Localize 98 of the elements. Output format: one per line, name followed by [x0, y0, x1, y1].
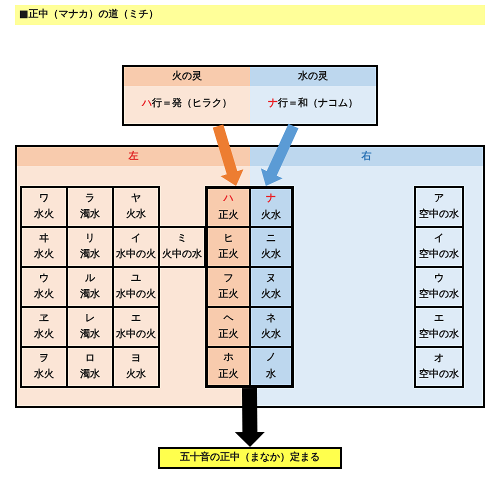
grid-cell: [20, 186, 68, 228]
attribute-label: 正火: [218, 329, 238, 342]
kana-character: ヌ: [266, 272, 276, 285]
kana-character: イ: [131, 232, 141, 245]
kana-character: フ: [224, 272, 234, 285]
side-heading: 右: [362, 150, 372, 162]
kana-character: ル: [85, 272, 95, 285]
kana-character: リ: [85, 232, 95, 245]
kana-character: イ: [434, 232, 444, 245]
attribute-label: 正火: [218, 368, 238, 381]
grid-cell: [414, 346, 464, 388]
attribute-label: 空中の水: [419, 329, 459, 342]
arrow: [234, 388, 265, 447]
kana-character: ミ: [177, 232, 187, 245]
kana-character: ウ: [39, 272, 49, 285]
grid-cell: [112, 186, 160, 228]
kana-character: ノ: [266, 352, 276, 364]
grid-cell: [158, 226, 206, 268]
grid-cell: [250, 226, 294, 268]
kana-character: エ: [434, 312, 444, 325]
grid-cell: [205, 186, 250, 228]
kana-character: ヘ: [224, 312, 234, 325]
attribute-label: 濁水: [80, 289, 100, 302]
attribute-label: 火水: [261, 329, 281, 342]
attribute-label: 水火: [34, 249, 54, 262]
kana-character: ラ: [85, 192, 95, 205]
kana-character: ヒ: [224, 232, 234, 245]
attribute-label: 水中の火: [116, 289, 156, 302]
grid-cell: [205, 306, 250, 348]
kana-character: ホ: [224, 352, 234, 364]
grid-cell: [250, 346, 294, 388]
kana-character: ヤ: [131, 192, 141, 205]
attribute-label: 正火: [218, 249, 238, 262]
result-box: [158, 447, 342, 469]
attribute-label: 濁水: [80, 249, 100, 262]
kana-character: ネ: [266, 312, 276, 325]
kana-character: オ: [434, 352, 444, 365]
grid-cell: [20, 346, 68, 388]
grid-cell: [414, 186, 464, 228]
panel-heading: 火の灵: [172, 70, 202, 82]
body-text: ナ行＝和（ナコム）: [268, 98, 358, 110]
side-heading: 左: [128, 150, 138, 162]
grid-cell: [414, 226, 464, 268]
kana-character: ヲ: [39, 352, 49, 365]
kana-character: ヨ: [131, 352, 141, 365]
attribute-label: 火水: [126, 209, 146, 222]
attribute-label: 水火: [34, 289, 54, 302]
kana-character: ロ: [85, 352, 95, 365]
attribute-label: 空中の水: [419, 249, 459, 262]
attribute-label: 火水: [261, 289, 281, 302]
attribute-label: 火中の水: [162, 249, 202, 262]
attribute-label: 水火: [34, 209, 54, 222]
info-panel: [122, 65, 250, 126]
attribute-label: 火水: [126, 369, 146, 382]
arrow: [212, 124, 244, 186]
side-panel: [250, 145, 485, 408]
result-text: 五十音の正中（まなか）定まる: [180, 452, 320, 464]
grid-cell: [112, 346, 160, 388]
arrow: [260, 124, 298, 186]
attribute-label: 水火: [34, 369, 54, 382]
attribute-label: 正火: [218, 210, 238, 222]
side-panel: [15, 145, 250, 408]
title: ■正中（マナカ）の道（ミチ）: [19, 9, 158, 21]
attribute-label: 濁水: [80, 209, 100, 222]
attribute-label: 空中の水: [419, 209, 459, 222]
kana-character: ウ: [434, 272, 444, 285]
attribute-label: 水中の火: [116, 329, 156, 342]
kana-character: ユ: [131, 272, 141, 285]
kana-character: ハ: [224, 193, 234, 206]
kana-character: ワ: [39, 192, 49, 205]
kana-character: ヱ: [39, 312, 49, 325]
kana-character: レ: [85, 312, 95, 325]
grid-cell: [250, 306, 294, 348]
kana-character: ア: [434, 192, 444, 205]
grid-cell: [414, 306, 464, 348]
attribute-label: 火水: [261, 210, 281, 222]
kana-character: ナ: [266, 193, 276, 206]
attribute-label: 濁水: [80, 369, 100, 382]
attribute-label: 正火: [218, 289, 238, 302]
kana-character: ヰ: [39, 232, 49, 245]
attribute-label: 濁水: [80, 329, 100, 342]
attribute-label: 水火: [34, 329, 54, 342]
body-text: ハ行＝発（ヒラク）: [142, 98, 232, 110]
grid-cell: [414, 266, 464, 308]
attribute-label: 水: [266, 368, 276, 381]
grid-cell: [205, 346, 250, 388]
kana-character: ニ: [266, 232, 276, 245]
grid-cell: [250, 266, 294, 308]
attribute-label: 水中の火: [116, 249, 156, 262]
grid-cell: [250, 186, 294, 228]
attribute-label: 空中の水: [419, 369, 459, 382]
kana-character: エ: [131, 312, 141, 325]
info-panel: [250, 65, 378, 126]
grid-cell: [205, 226, 250, 268]
attribute-label: 火水: [261, 249, 281, 262]
attribute-label: 空中の水: [419, 289, 459, 302]
grid-cell: [205, 266, 250, 308]
panel-heading: 水の灵: [298, 70, 328, 82]
